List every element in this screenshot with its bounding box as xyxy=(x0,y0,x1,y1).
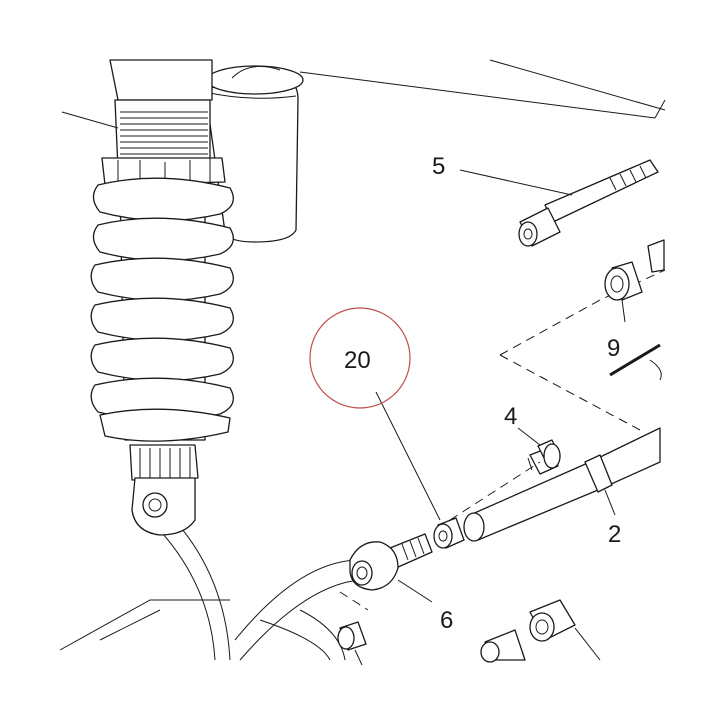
callout-2: 2 xyxy=(608,521,621,548)
wheel-outline xyxy=(59,509,361,661)
lower-bushings xyxy=(337,599,601,666)
callout-20: 20 xyxy=(344,347,371,374)
part-9-spacer xyxy=(604,239,665,323)
part-2-axle xyxy=(449,427,661,542)
part-6-rod-end xyxy=(339,533,433,611)
swingarm-outline xyxy=(299,59,666,431)
part-20-washer xyxy=(375,391,465,549)
callout-6: 6 xyxy=(440,607,453,634)
highlight-circle-20 xyxy=(309,307,411,409)
callout-5: 5 xyxy=(432,153,445,180)
part-5-bolt xyxy=(459,159,659,247)
shock-absorber xyxy=(61,59,304,536)
part-4-bolt xyxy=(517,427,561,475)
shock-spring xyxy=(90,177,234,422)
callout-4: 4 xyxy=(504,403,517,430)
callout-9: 9 xyxy=(607,335,620,362)
